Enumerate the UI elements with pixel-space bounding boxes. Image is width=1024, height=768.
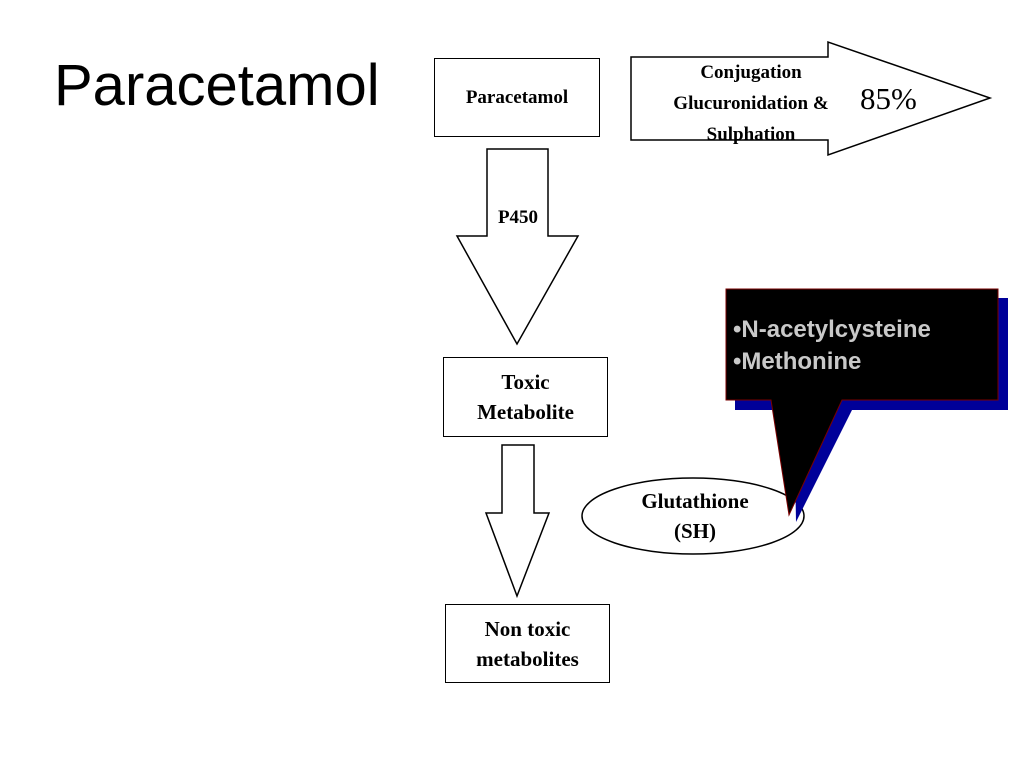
glutathione-label: Glutathione (SH) bbox=[590, 486, 800, 546]
toxic-metabolite-node: Toxic Metabolite bbox=[443, 357, 608, 437]
antidote-list: •N-acetylcysteine •Methonine bbox=[733, 314, 931, 378]
conjugation-line3: Sulphation bbox=[706, 124, 796, 145]
conjugation-label: Conjugation Glucuronidation & Sulphation bbox=[632, 57, 870, 150]
non-toxic-metabolites-node: Non toxic metabolites bbox=[445, 604, 610, 683]
conjugation-percent: 85% bbox=[860, 81, 917, 116]
glutathione-ellipse bbox=[581, 477, 805, 555]
nontoxic-line2: metabolites bbox=[476, 646, 579, 671]
antidote-callout bbox=[725, 288, 999, 517]
p450-label: P450 bbox=[489, 207, 547, 229]
glutathione-line2: (SH) bbox=[674, 519, 716, 543]
nontoxic-line1: Non toxic bbox=[484, 616, 571, 641]
slide-title: Paracetamol bbox=[54, 53, 380, 118]
antidote-item-methionine: •Methonine bbox=[733, 348, 862, 375]
glutathione-line1: Glutathione bbox=[641, 489, 749, 513]
toxic-line1: Toxic bbox=[501, 370, 550, 394]
toxic-line2: Metabolite bbox=[477, 400, 574, 424]
antidote-item-nac: •N-acetylcysteine bbox=[733, 316, 931, 343]
detox-down-arrow bbox=[484, 444, 551, 599]
conjugation-arrow bbox=[630, 40, 993, 157]
conjugation-line1: Conjugation bbox=[700, 62, 802, 83]
paracetamol-node: Paracetamol bbox=[434, 58, 600, 137]
conjugation-line2: Glucuronidation & bbox=[673, 93, 829, 114]
p450-down-arrow bbox=[455, 148, 580, 346]
paracetamol-node-label: Paracetamol bbox=[465, 86, 569, 108]
